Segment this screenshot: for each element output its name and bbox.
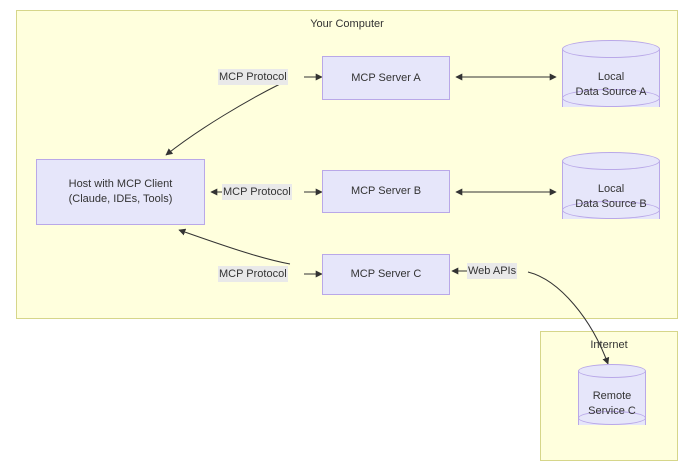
- node-remote-service-c-label: Remote Service C: [578, 389, 646, 419]
- node-mcp-server-b-label: MCP Server B: [350, 185, 422, 197]
- group-your-computer-title: Your Computer: [310, 18, 384, 30]
- node-host-with-mcp-client[interactable]: Host with MCP Client (Claude, IDEs, Tool…: [36, 159, 205, 225]
- cylinder-top-ellipse: [562, 152, 660, 170]
- node-host-label-line2: (Claude, IDEs, Tools): [68, 193, 173, 205]
- node-mcp-server-a[interactable]: MCP Server A: [322, 56, 450, 100]
- node-remote-service-c-line2: Service C: [588, 405, 636, 417]
- node-local-data-source-b[interactable]: Local Data Source B: [562, 152, 660, 228]
- cylinder-bottom-ellipse: [562, 89, 660, 107]
- node-host-label-line1: Host with MCP Client: [68, 178, 173, 190]
- node-local-data-source-b-line1: Local: [597, 183, 625, 195]
- node-host-label: Host with MCP Client (Claude, IDEs, Tool…: [69, 177, 173, 207]
- node-local-data-source-a-label: Local Data Source A: [562, 70, 660, 100]
- node-local-data-source-a-line2: Data Source A: [575, 86, 647, 98]
- edge-label-mcp-protocol-b: MCP Protocol: [222, 184, 292, 200]
- cylinder-top-ellipse: [578, 364, 646, 378]
- node-remote-service-c-line1: Remote: [592, 390, 632, 402]
- cylinder-bottom-ellipse: [562, 201, 660, 219]
- node-remote-service-c[interactable]: Remote Service C: [578, 364, 646, 434]
- node-mcp-server-c[interactable]: MCP Server C: [322, 254, 450, 295]
- cylinder-bottom-ellipse: [578, 411, 646, 425]
- node-mcp-server-c-label: MCP Server C: [350, 268, 422, 280]
- edge-label-mcp-protocol-c: MCP Protocol: [218, 266, 288, 282]
- edge-label-web-apis: Web APIs: [467, 263, 518, 279]
- node-mcp-server-a-label: MCP Server A: [351, 71, 421, 84]
- node-local-data-source-a-line1: Local: [597, 71, 625, 83]
- edge-label-mcp-protocol-a: MCP Protocol: [218, 69, 288, 85]
- cylinder-top-ellipse: [562, 40, 660, 58]
- node-local-data-source-b-line2: Data Source B: [575, 198, 647, 210]
- node-mcp-server-b[interactable]: MCP Server B: [322, 170, 450, 213]
- node-local-data-source-a[interactable]: Local Data Source A: [562, 40, 660, 116]
- node-local-data-source-b-label: Local Data Source B: [562, 182, 660, 212]
- group-internet-title: Internet: [590, 339, 628, 351]
